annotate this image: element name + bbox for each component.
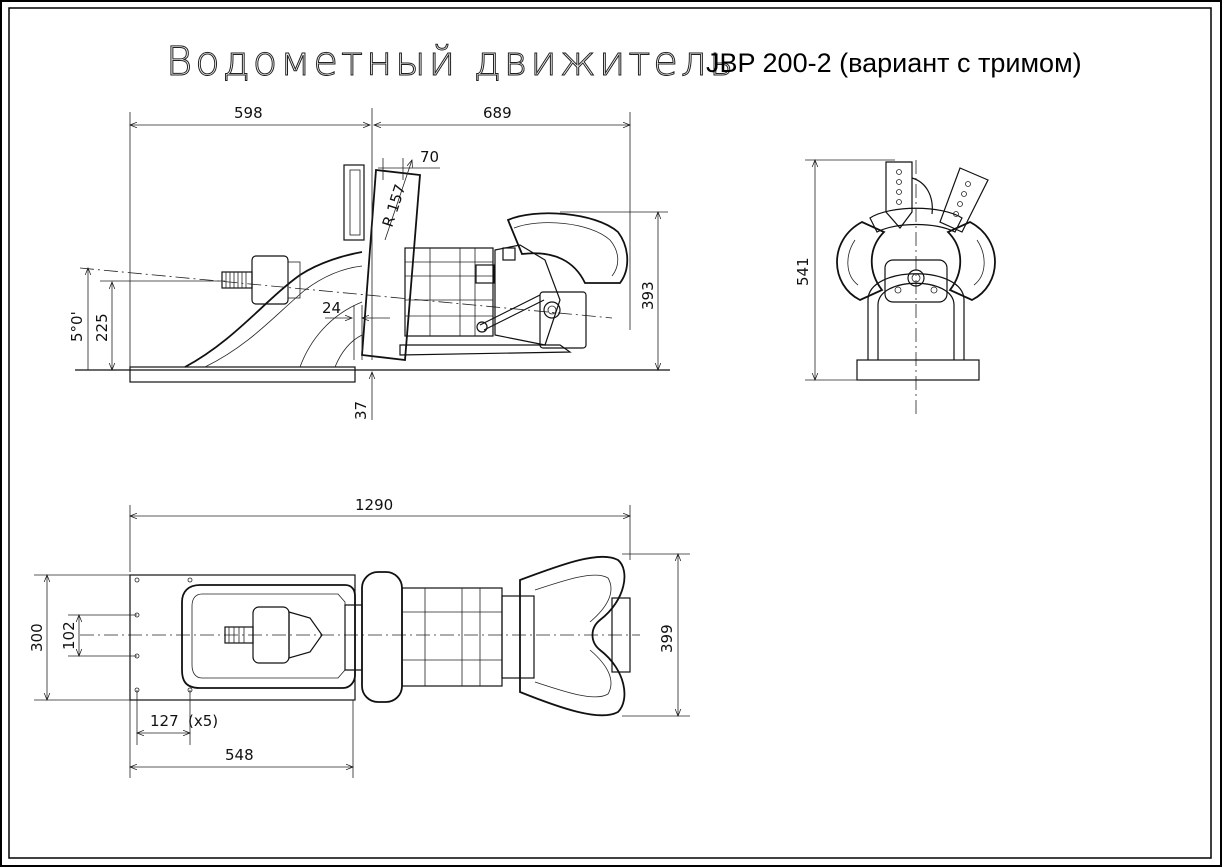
title-model: JBP 200-2 (вариант с тримом)	[706, 48, 1082, 78]
dim-541: 541	[794, 257, 812, 286]
dim-393: 393	[639, 281, 657, 310]
dim-127-count: (x5)	[188, 712, 218, 730]
dim-300: 300	[28, 623, 46, 652]
dim-24: 24	[322, 299, 341, 317]
dim-127: 127	[150, 712, 179, 730]
rear-view: 541	[794, 159, 996, 415]
dim-399: 399	[658, 624, 676, 653]
dim-548: 548	[225, 746, 254, 764]
top-view: 1290 300 102 399 127 (x5) 548	[28, 496, 690, 778]
dim-225: 225	[93, 313, 111, 342]
dim-70: 70	[420, 148, 439, 166]
dim-1290: 1290	[355, 496, 393, 514]
dim-689: 689	[483, 104, 512, 122]
dim-102: 102	[60, 621, 78, 650]
side-view: 598 689 70 R 157 393 225 5°0' 24 37	[68, 104, 670, 420]
dim-r157: R 157	[379, 182, 410, 229]
dim-37: 37	[352, 401, 370, 420]
dim-angle: 5°0'	[68, 311, 86, 342]
dim-598: 598	[234, 104, 263, 122]
title-handwritten: Водометный движитель	[166, 39, 736, 85]
